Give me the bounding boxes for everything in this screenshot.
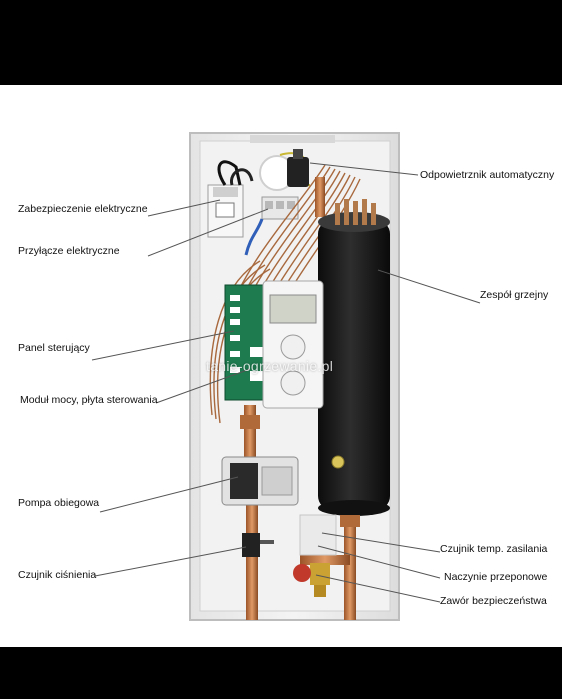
terminal-screw-2 <box>276 201 284 209</box>
label-czujnik-cisn: Czujnik ciśnienia <box>18 569 97 581</box>
label-odpowietrznik: Odpowietrznik automatyczny <box>420 169 555 181</box>
control-knob-1 <box>280 334 306 360</box>
diagram-stage: Odpowietrznik automatyczny Zabezpieczeni… <box>0 85 562 647</box>
leader-czujnik-temp <box>321 532 441 553</box>
air-vent-body <box>287 157 309 187</box>
label-zabezpieczenie: Zabezpieczenie elektryczne <box>18 203 148 215</box>
heater-bottom <box>318 500 390 516</box>
leader-zawor <box>315 574 441 603</box>
pipe-horizontal <box>300 555 350 565</box>
label-czujnik-temp: Czujnik temp. zasilania <box>440 543 548 555</box>
safety-valve-outlet <box>314 585 326 597</box>
pipe-right-lower <box>344 515 356 620</box>
leader-zabezpieczenie <box>147 199 221 217</box>
pipe-right-fitting <box>340 515 360 527</box>
label-naczynie: Naczynie przeponowe <box>444 571 548 583</box>
leader-panel <box>91 330 235 361</box>
pump-label <box>230 463 258 499</box>
breaker-terminal <box>213 187 238 197</box>
air-vent-stem <box>315 177 325 217</box>
heater-element-terminals <box>335 199 376 225</box>
leader-przylacze <box>147 208 269 257</box>
label-pompa: Pompa obiegowa <box>18 497 100 509</box>
pipe-left-fitting <box>240 415 260 429</box>
breaker-switch <box>215 202 235 218</box>
air-vent-cap <box>293 149 303 159</box>
heater-cylinder <box>318 220 390 510</box>
terminal-screw-3 <box>287 201 295 209</box>
heater-sensor <box>331 455 345 469</box>
casing-top-slot <box>250 135 335 143</box>
safety-valve-body <box>310 563 330 585</box>
leader-zespol <box>377 269 481 304</box>
blue-wire <box>244 218 264 256</box>
safety-valve-cap <box>293 564 311 582</box>
black-cable-1 <box>217 160 242 186</box>
leader-naczynie <box>317 545 441 579</box>
label-przylacze: Przyłącze elektryczne <box>18 245 120 257</box>
pipe-left-upper <box>244 405 256 460</box>
leader-odpowietrznik <box>309 162 419 176</box>
pcb-connectors <box>230 295 264 381</box>
control-knob-2 <box>280 370 306 396</box>
label-zespol: Zespół grzejny <box>480 289 549 301</box>
boiler-illustration <box>91 132 481 621</box>
leader-czujnik-cisn <box>94 546 247 577</box>
leader-pompa <box>99 476 239 513</box>
pressure-sensor-wire <box>260 540 274 544</box>
label-panel: Panel sterujący <box>18 342 90 354</box>
label-modul: Moduł mocy, płyta sterowania <box>20 394 158 406</box>
pump-connector <box>261 466 293 496</box>
control-panel-lcd <box>269 294 317 324</box>
leader-lines <box>91 162 481 603</box>
pressure-sensor <box>242 533 260 557</box>
terminal-screw-1 <box>265 201 273 209</box>
leader-modul <box>155 368 251 404</box>
pipe-left-lower <box>246 505 258 620</box>
black-cable-2 <box>230 168 254 186</box>
watermark: tanie-ogrzewanie.pl <box>206 358 334 374</box>
label-zawor: Zawór bezpieczeństwa <box>440 595 547 607</box>
